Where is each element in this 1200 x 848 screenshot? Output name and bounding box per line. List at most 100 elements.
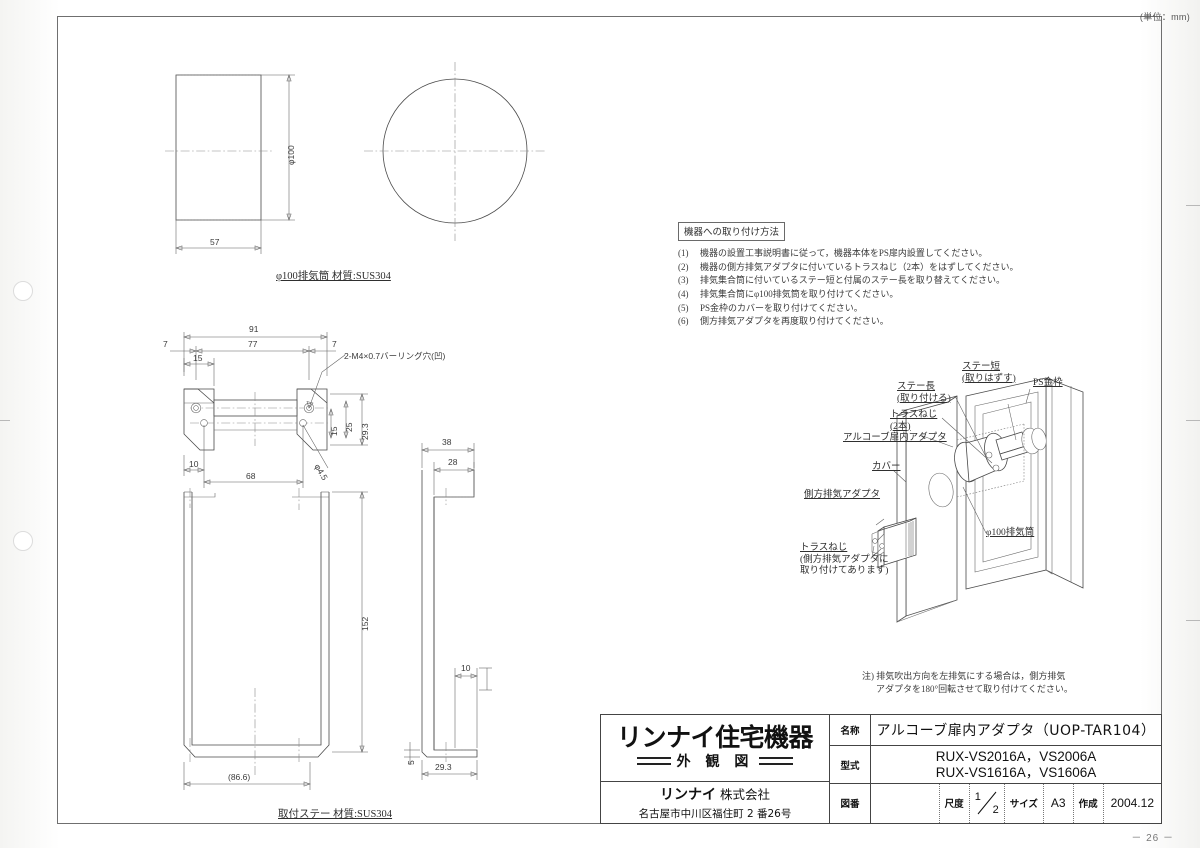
label-stay-long-sub: (取り付ける) xyxy=(897,393,951,404)
instruction-item: (2)機器の側方排気アダプタに付いているトラスねじ（2本）をはずしてください。 xyxy=(678,261,1019,275)
logo-rule-right xyxy=(759,757,794,765)
instruction-item: (4) 排気集合筒にφ100排気筒を取り付けてください。 xyxy=(678,288,1019,302)
edge-tick-right-3 xyxy=(1186,620,1200,621)
instruction-list: (1) 機器の設置工事説明書に従って，機器本体をPS扉内設置してください。 (2)… xyxy=(678,247,1019,329)
scale-key: 尺度 xyxy=(938,783,969,823)
company-name-brand: リンナイ xyxy=(660,787,716,803)
instruction-num: (6) xyxy=(678,316,689,327)
dim-stay-91: 91 xyxy=(249,324,259,334)
created-value: 2004.12 xyxy=(1102,783,1161,823)
scale-denominator: 2 xyxy=(992,804,999,816)
label-truss-screw-2-sub2: 取り付けてあります) xyxy=(800,566,889,577)
dim-stay-7-right: 7 xyxy=(332,339,337,349)
company-name-suffix: 株式会社 xyxy=(719,787,770,802)
title-row-name: 名称 アルコーブ扉内アダプタ（UOP-TAR104） xyxy=(830,715,1161,747)
instruction-text: 機器の設置工事説明書に従って，機器本体をPS扉内設置してください。 xyxy=(700,248,988,258)
title-row-meta: 図番 尺度 1 2 サイズ A3 xyxy=(830,783,1161,823)
edge-tick-left-1 xyxy=(0,420,10,421)
scale-fraction-bar xyxy=(977,791,997,815)
dim-stay-15-left: 15 xyxy=(193,353,203,363)
dim-stay-25: 25 xyxy=(344,422,354,432)
title-block: リンナイ住宅機器 外 観 図 リンナイ 株式会社 名古屋市中川区福住町 2 番2… xyxy=(600,714,1162,824)
zuban-key: 図番 xyxy=(830,783,871,823)
label-truss-screw-2-main: トラスねじ xyxy=(800,543,848,553)
instruction-text: 排気集合筒に付いているステー短と付属のステー長を取り替えてください。 xyxy=(700,275,1006,286)
instruction-num: (5) xyxy=(678,302,689,313)
title-block-left: リンナイ住宅機器 外 観 図 リンナイ 株式会社 名古屋市中川区福住町 2 番2… xyxy=(601,715,830,823)
note-line-2: アダプタを180°回転させて取り付けてください。 xyxy=(876,684,1073,695)
logo-sub-text: 外 観 図 xyxy=(636,751,794,771)
instruction-num: (4) xyxy=(678,289,689,300)
scale-numerator: 1 xyxy=(974,790,981,803)
name-value: アルコーブ扉内アダプタ（UOP-TAR104） xyxy=(876,723,1156,740)
dim-stay-10: 10 xyxy=(189,459,199,469)
instruction-text: PS金枠のカバーを取り付けてください。 xyxy=(700,302,863,313)
instruction-item: (3) 排気集合筒に付いているステー短と付属のステー長を取り替えてください。 xyxy=(678,274,1019,288)
instruction-item: (1) 機器の設置工事説明書に従って，機器本体をPS扉内設置してください。 xyxy=(678,247,1019,261)
label-stay-long-main: ステー長 xyxy=(897,382,936,392)
logo-main-text: リンナイ住宅機器 xyxy=(616,723,814,752)
dim-side-5: 5 xyxy=(406,760,416,765)
callout-burring-hole: 2-M4×0.7バーリング穴(凹) xyxy=(344,351,446,361)
instruction-item: (6) 側方排気アダプタを再度取り付けてください。 xyxy=(678,315,1019,329)
title-block-right: 名称 アルコーブ扉内アダプタ（UOP-TAR104） 型式 RUX-VS2016… xyxy=(830,715,1161,823)
logo-sub-label: 外 観 図 xyxy=(676,754,754,770)
view-exhaust-pipe-side xyxy=(165,74,295,254)
dim-stay-152: 152 xyxy=(360,616,370,631)
company-name: リンナイ 株式会社 xyxy=(660,784,770,804)
label-stay-short: ステー短 (取りはずす) xyxy=(962,362,1016,385)
meta-mini-table: 尺度 1 2 サイズ A3 作成 2004.12 xyxy=(938,783,1161,823)
meta-values: 尺度 1 2 サイズ A3 作成 2004.12 xyxy=(871,783,1161,823)
dim-pipe-diameter: φ100 xyxy=(286,145,296,165)
label-side-exhaust-adapter: 側方排気アダプタ xyxy=(804,490,881,500)
title-row-model: 型式 RUX-VS2016A，VS2006A RUX-VS1616A，VS160… xyxy=(830,746,1161,784)
label-exhaust-pipe-iso: φ100排気筒 xyxy=(986,528,1035,538)
instruction-header: 機器への取り付け方法 xyxy=(678,222,786,241)
instruction-text: 側方排気アダプタを再度取り付けてください。 xyxy=(700,316,889,327)
label-ps-frame: PS金枠 xyxy=(1033,378,1063,388)
instruction-num: (1) xyxy=(678,248,689,258)
company-info: リンナイ 株式会社 名古屋市中川区福住町 2 番26号 xyxy=(601,782,829,823)
model-key: 型式 xyxy=(830,746,871,783)
punch-hole-bottom xyxy=(13,531,33,551)
view-exhaust-pipe-front xyxy=(364,62,546,241)
label-stay-short-sub: (取りはずす) xyxy=(962,373,1016,384)
note-line-1: 注) 排気吹出方向を左排気にする場合は，側方排気 xyxy=(862,671,1066,681)
unit-note: (単位：mm) xyxy=(1139,12,1190,22)
label-stay-short-main: ステー短 xyxy=(962,362,1001,372)
label-alcove-adapter: アルコーブ扉内アダプタ xyxy=(843,433,947,443)
created-key: 作成 xyxy=(1072,783,1103,823)
dim-stay-77: 77 xyxy=(248,339,258,349)
dim-stay-68: 68 xyxy=(246,471,256,481)
dim-pipe-width: 57 xyxy=(210,237,220,247)
page-number: － 26 － xyxy=(1131,833,1174,844)
dim-stay-86-6: (86.6) xyxy=(228,772,251,782)
dim-side-29-3: 29.3 xyxy=(435,762,452,772)
size-key: サイズ xyxy=(1003,783,1043,823)
model-value-line-2: RUX-VS1616A，VS1606A xyxy=(935,764,1097,780)
label-truss-screw-sub: (2本) xyxy=(890,421,911,432)
instruction-item: (5) PS金枠のカバーを取り付けてください。 xyxy=(678,302,1019,316)
caption-exhaust-pipe: φ100排気筒 材質:SUS304 xyxy=(276,271,391,282)
instruction-text: 排気集合筒にφ100排気筒を取り付けてください。 xyxy=(700,289,899,300)
model-value: RUX-VS2016A，VS2006A RUX-VS1616A，VS1606A xyxy=(871,746,1161,782)
dim-side-10: 10 xyxy=(461,663,471,673)
size-value: A3 xyxy=(1042,783,1073,823)
exhaust-direction-note: 注) 排気吹出方向を左排気にする場合は，側方排気 アダプタを180°回転させて取… xyxy=(862,670,1073,696)
view-stay-top xyxy=(170,332,368,488)
label-truss-screw-2-sub1: (側方排気アダプタに xyxy=(800,554,889,565)
scale-value: 1 2 xyxy=(968,783,1004,823)
instruction-num: (3) xyxy=(678,275,689,286)
instruction-text: 機器の側方排気アダプタに付いているトラスねじ（2本）をはずしてください。 xyxy=(700,261,1019,272)
view-isometric-assembly xyxy=(871,377,1084,623)
label-cover: カバー xyxy=(872,462,901,472)
view-stay-front xyxy=(183,488,368,790)
label-truss-screw-main: トラスねじ xyxy=(890,410,938,420)
dim-side-38: 38 xyxy=(442,437,452,447)
scale-fraction: 1 2 xyxy=(972,784,1002,823)
punch-hole-top xyxy=(13,281,33,301)
label-stay-long: ステー長 (取り付ける) xyxy=(897,382,951,405)
edge-tick-right-1 xyxy=(1186,205,1200,206)
